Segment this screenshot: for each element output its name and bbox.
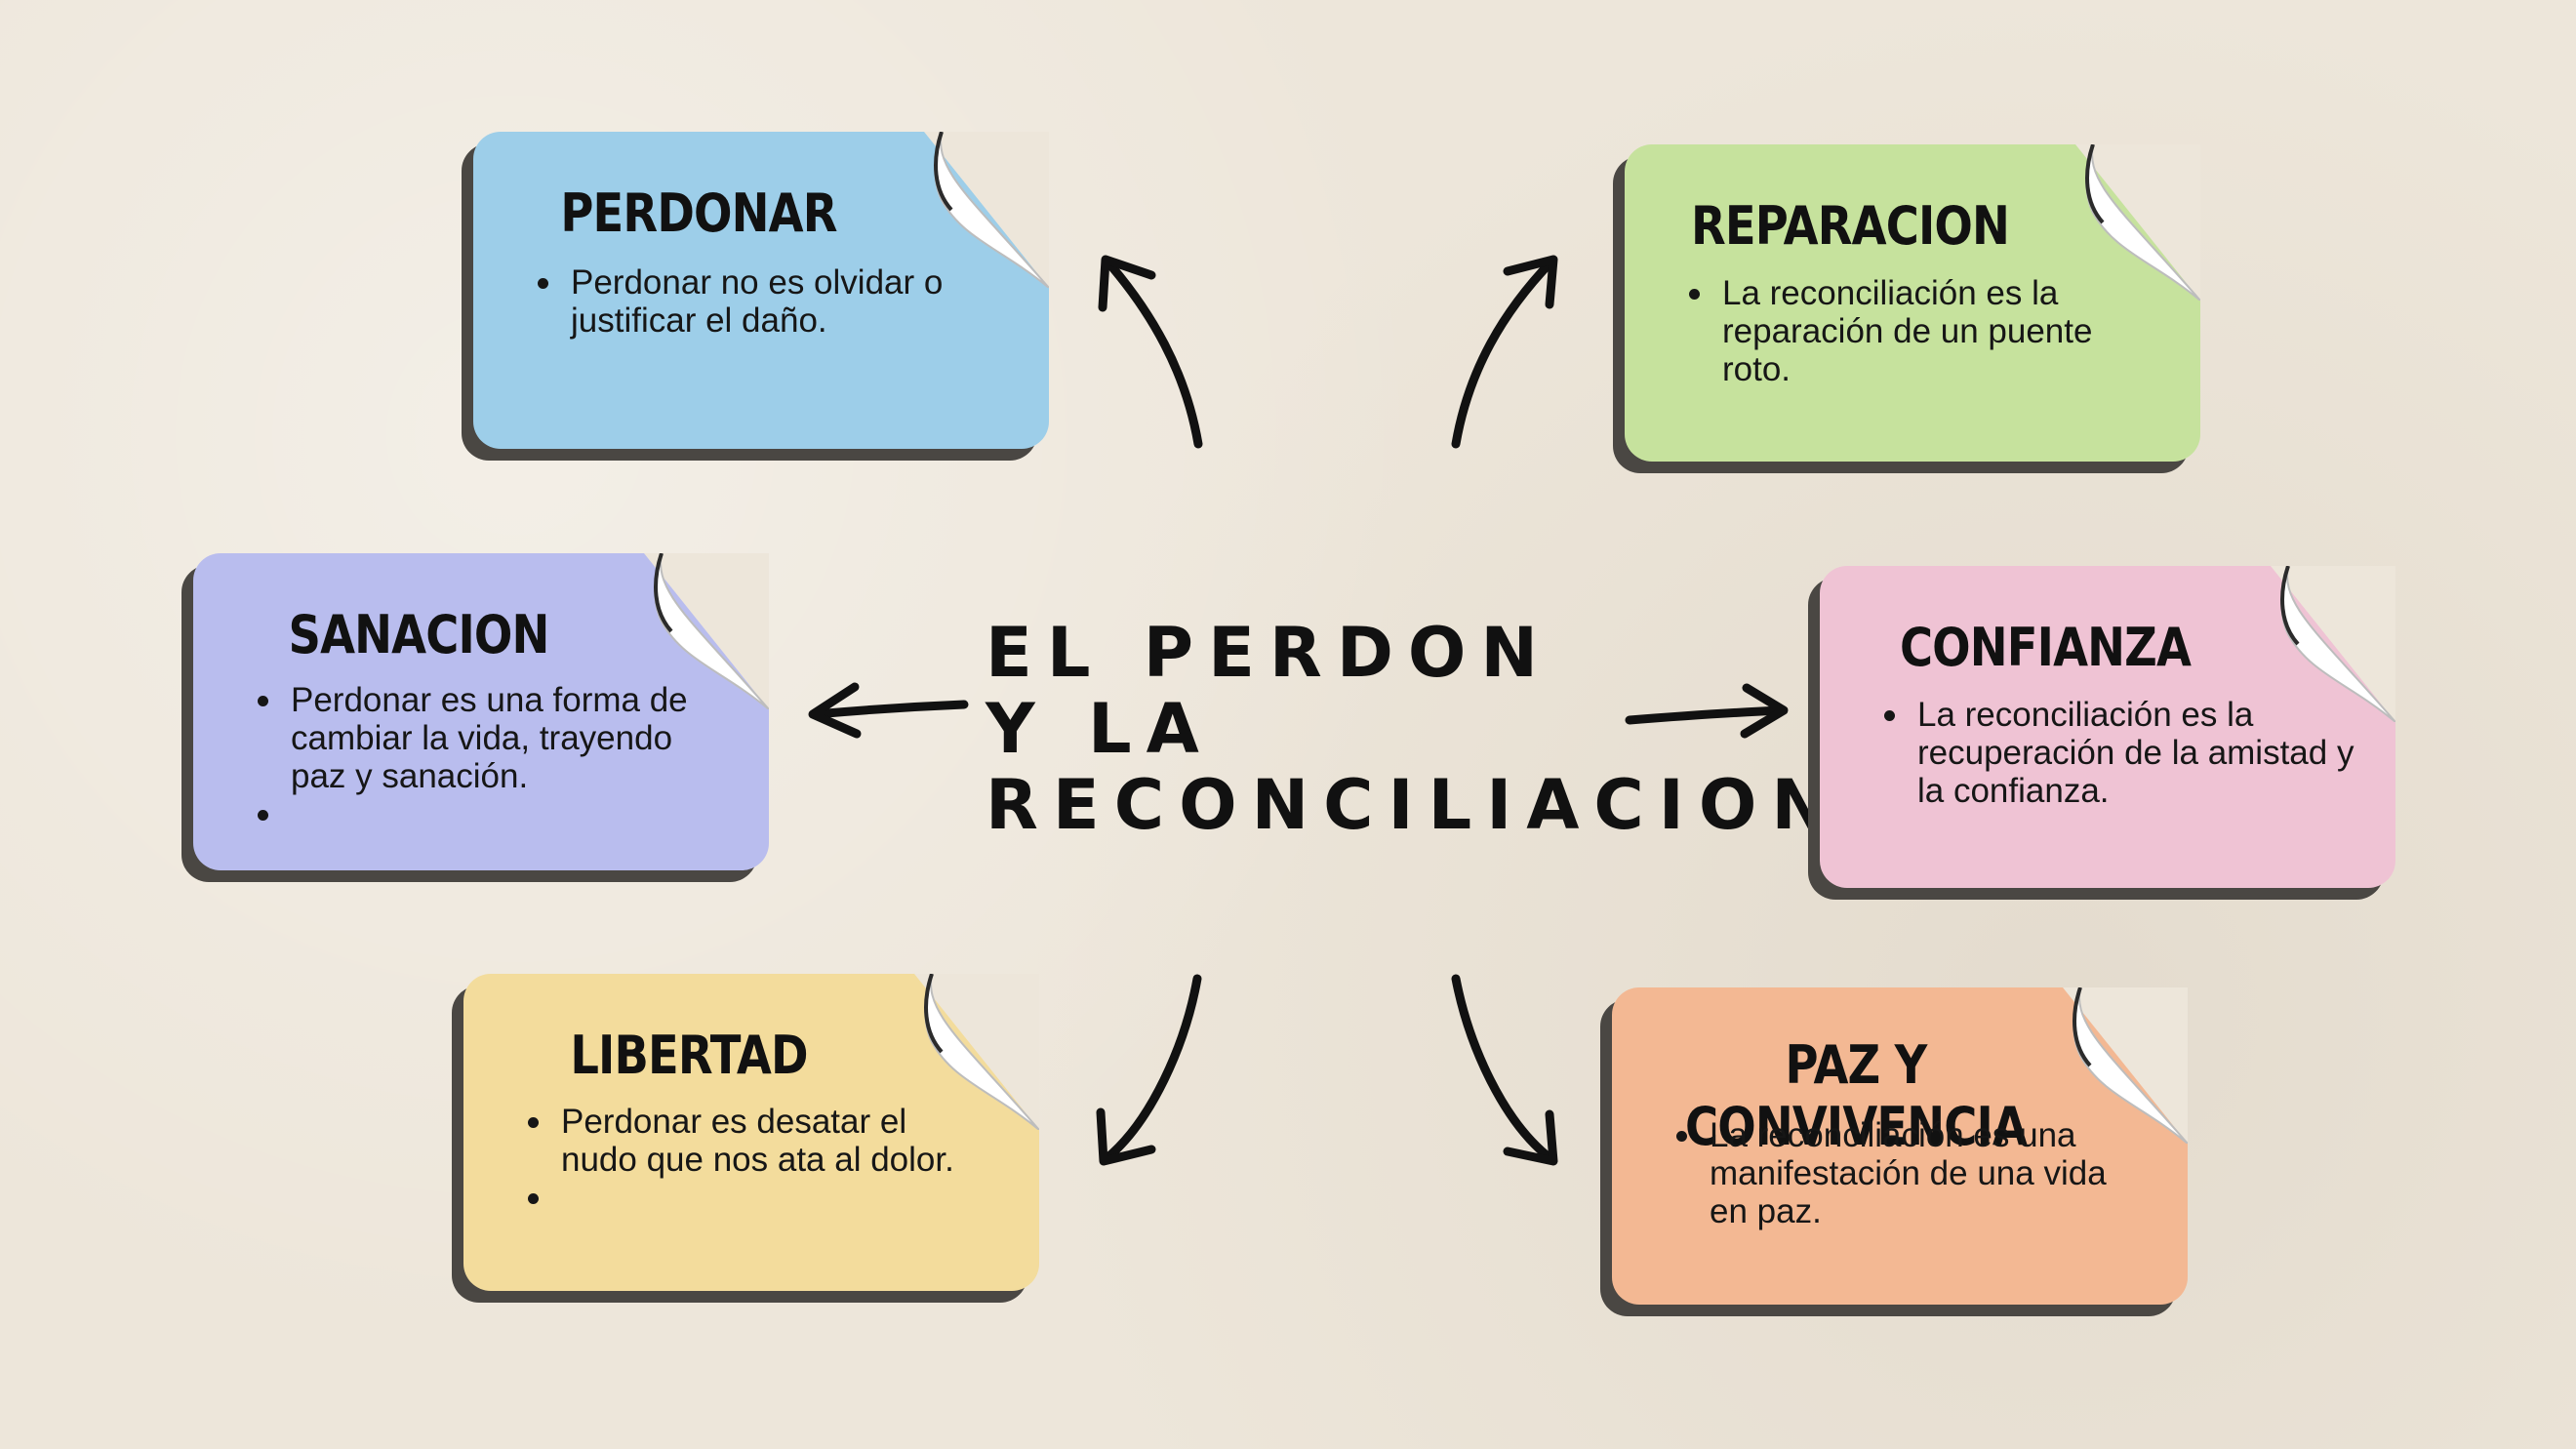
list-item: La reconciliación es la recuperación de …: [1884, 696, 2366, 810]
arrowhead-confianza: [1740, 683, 1789, 739]
list-item: Perdonar no es olvidar o justificar el d…: [538, 263, 961, 340]
card-title-paz-y-convivencia: PAZ Y CONVIVENCIA: [1684, 1034, 2028, 1157]
list-item: La reconciliación es la reparación de un…: [1689, 274, 2113, 388]
card-title-perdonar: PERDONAR: [560, 182, 837, 244]
card-list-confianza: La reconciliación es la recuperación de …: [1820, 696, 2366, 810]
main-title-line1: EL PERDON Y LA: [986, 613, 1553, 769]
card-list-sanacion: Perdonar es una forma de cambiar la vida…: [193, 681, 720, 833]
card-libertad: LIBERTAD Perdonar es desatar el nudo que…: [463, 974, 1039, 1291]
card-sanacion: SANACION Perdonar es una forma de cambia…: [193, 553, 769, 870]
arrow-to-paz: [1451, 974, 1556, 1164]
main-title-line2: RECONCILIACION: [986, 765, 1843, 845]
card-paz-y-convivencia: PAZ Y CONVIVENCIA La reconciliación es u…: [1612, 987, 2188, 1305]
arrowhead-libertad: [1096, 1107, 1156, 1166]
page-curl-icon: [2271, 566, 2395, 722]
arrowhead-paz: [1503, 1109, 1558, 1166]
page-curl-icon: [2063, 987, 2188, 1144]
list-item: Perdonar es desatar el nudo que nos ata …: [528, 1103, 990, 1179]
page-curl-icon: [924, 132, 1049, 288]
arrow-to-perdonar: [1103, 257, 1203, 449]
arrow-to-libertad: [1101, 974, 1202, 1164]
card-reparacion: REPARACION La reconciliación es la repar…: [1625, 144, 2200, 462]
list-item: La reconciliación es una manifestación d…: [1676, 1116, 2119, 1230]
card-list-reparacion: La reconciliación es la reparación de un…: [1625, 274, 2113, 388]
list-item: [258, 795, 720, 833]
card-title-libertad: LIBERTAD: [570, 1025, 808, 1086]
page-curl-icon: [2075, 144, 2200, 301]
page-curl-icon: [644, 553, 769, 709]
arrowhead-perdonar: [1098, 255, 1156, 312]
arrow-to-sanacion: [810, 700, 969, 719]
card-title-reparacion: REPARACION: [1690, 195, 2010, 257]
main-title: EL PERDON Y LA RECONCILIACION: [986, 613, 1843, 845]
card-list-libertad: Perdonar es desatar el nudo que nos ata …: [463, 1103, 990, 1217]
card-list-paz-y-convivencia: La reconciliación es una manifestación d…: [1612, 1116, 2119, 1230]
arrowhead-sanacion: [808, 682, 862, 739]
list-item: Perdonar es una forma de cambiar la vida…: [258, 681, 720, 795]
arrow-to-reparacion: [1451, 257, 1556, 449]
card-title-sanacion: SANACION: [288, 604, 549, 665]
card-list-perdonar: Perdonar no es olvidar o justificar el d…: [473, 263, 961, 340]
page-curl-icon: [914, 974, 1039, 1130]
card-confianza: CONFIANZA La reconciliación es la recupe…: [1820, 566, 2395, 888]
arrowhead-reparacion: [1503, 255, 1558, 309]
card-perdonar: PERDONAR Perdonar no es olvidar o justif…: [473, 132, 1049, 449]
card-title-confianza: CONFIANZA: [1899, 617, 2192, 678]
arrow-to-confianza: [1625, 705, 1787, 725]
list-item: [528, 1179, 990, 1217]
